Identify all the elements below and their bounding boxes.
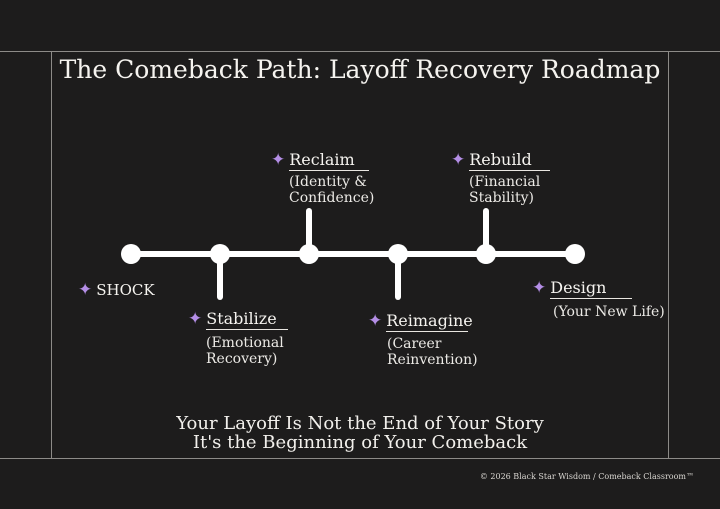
description-line: Recovery) (206, 351, 278, 367)
stage-stabilize: ✦Stabilize (188, 309, 289, 330)
stage-label-wrap: Reimagine (386, 311, 473, 332)
label-underline (469, 170, 551, 171)
node-shock (121, 244, 141, 264)
copyright-footer: © 2026 Black Star Wisdom / Comeback Clas… (479, 472, 694, 481)
stage-description: (Financial Stability) (469, 174, 540, 206)
tagline-line-2: It's the Beginning of Your Comeback (192, 432, 528, 453)
label-underline (386, 331, 469, 332)
stage-reclaim: ✦Reclaim (271, 150, 370, 171)
stage-rebuild: ✦Rebuild (451, 150, 551, 171)
label-underline (289, 170, 370, 171)
four-point-star-icon: ✦ (451, 150, 466, 170)
frame-top-rule (0, 51, 720, 52)
node-reimagine (388, 244, 408, 264)
label-underline (206, 329, 289, 330)
stage-label: Reimagine (386, 311, 473, 330)
stage-label-wrap: Design (550, 278, 633, 299)
stage-design: ✦Design (532, 278, 633, 299)
stage-label-wrap: Stabilize (206, 309, 289, 330)
stage-label: Stabilize (206, 309, 277, 328)
node-stabilize (210, 244, 230, 264)
stage-description: (Career Reinvention) (387, 336, 478, 368)
tagline-line-1: Your Layoff Is Not the End of Your Story (176, 413, 544, 434)
node-design (565, 244, 585, 264)
stage-description: (Your New Life) (553, 304, 665, 320)
stage-label: SHOCK (96, 281, 155, 299)
description-line: Stability) (469, 190, 534, 206)
description-line: (Your New Life) (553, 304, 665, 320)
stage-label: Rebuild (469, 150, 532, 169)
stage-shock: ✦SHOCK (78, 280, 155, 300)
stage-label-wrap: Rebuild (469, 150, 551, 171)
description-line: Reinvention) (387, 352, 478, 368)
frame-bottom-rule (0, 458, 720, 459)
four-point-star-icon: ✦ (188, 309, 203, 329)
page-title: The Comeback Path: Layoff Recovery Roadm… (59, 55, 661, 84)
stage-description: (Emotional Recovery) (206, 335, 284, 367)
node-rebuild (476, 244, 496, 264)
four-point-star-icon: ✦ (78, 280, 93, 300)
frame-right-rule (668, 51, 669, 458)
stage-label-wrap: Reclaim (289, 150, 370, 171)
description-line: (Career (387, 336, 442, 352)
four-point-star-icon: ✦ (368, 311, 383, 331)
stage-label: Design (550, 278, 607, 297)
four-point-star-icon: ✦ (271, 150, 286, 170)
label-underline (550, 298, 633, 299)
description-line: Confidence) (289, 190, 375, 206)
node-reclaim (299, 244, 319, 264)
four-point-star-icon: ✦ (532, 278, 547, 298)
description-line: (Financial (469, 174, 541, 190)
frame-left-rule (51, 51, 52, 458)
stage-description: (Identity & Confidence) (289, 174, 374, 206)
stage-label: Reclaim (289, 150, 355, 169)
stage-reimagine: ✦Reimagine (368, 311, 473, 332)
description-line: (Emotional (206, 335, 284, 351)
description-line: (Identity & (289, 174, 367, 190)
